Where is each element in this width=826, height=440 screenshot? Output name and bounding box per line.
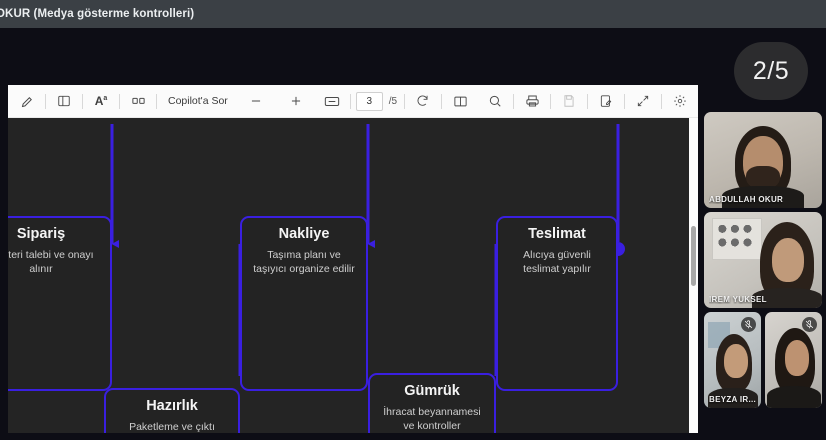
flow-node-description: Müşteri talebi ve onayı alınır bbox=[8, 248, 94, 276]
page-counter-label: 2/5 bbox=[752, 56, 790, 85]
flow-node-description: Alıcıya güvenli teslimat yapılır bbox=[523, 248, 591, 276]
rotate-icon[interactable] bbox=[410, 89, 436, 113]
flow-node-description: Taşıma planı ve taşıyıcı organize edilir bbox=[253, 248, 355, 276]
read-aloud-letter: A bbox=[94, 94, 104, 108]
save-icon bbox=[556, 89, 582, 113]
read-aloud-sup: a bbox=[103, 94, 108, 102]
flow-node-siparis[interactable]: Sipariş Müşteri talebi ve onayı alınır bbox=[8, 216, 112, 391]
pdf-page-canvas: Sipariş Müşteri talebi ve onayı alınır H… bbox=[8, 118, 689, 433]
mic-muted-icon bbox=[802, 317, 817, 332]
participant-name: IREM YUKSEL bbox=[709, 295, 767, 304]
toolbar-divider bbox=[119, 93, 120, 109]
flow-node-title: Nakliye bbox=[278, 226, 330, 242]
zoom-out-icon[interactable] bbox=[243, 89, 269, 113]
participant-tile[interactable] bbox=[765, 312, 822, 408]
zoom-in-icon[interactable] bbox=[283, 89, 309, 113]
meeting-topbar: OKUR (Medya gösterme kontrolleri) bbox=[0, 0, 826, 28]
flow-node-teslimat[interactable]: Teslimat Alıcıya güvenli teslimat yapılı… bbox=[496, 216, 618, 391]
page-counter-badge: 2/5 bbox=[734, 42, 808, 100]
toolbar-divider bbox=[550, 93, 552, 109]
search-icon[interactable] bbox=[482, 89, 508, 113]
mic-muted-icon bbox=[741, 317, 756, 332]
pdf-scrollbar[interactable] bbox=[689, 118, 698, 433]
sidebar-panel-icon[interactable] bbox=[51, 89, 77, 113]
flow-node-nakliye[interactable]: Nakliye Taşıma planı ve taşıyıcı organiz… bbox=[240, 216, 368, 391]
highlighter-icon[interactable] bbox=[14, 89, 40, 113]
print-icon[interactable] bbox=[519, 89, 545, 113]
page-number-input[interactable]: 3 bbox=[355, 91, 383, 111]
pdf-viewport[interactable]: Sipariş Müşteri talebi ve onayı alınır H… bbox=[8, 118, 698, 433]
flow-node-title: Teslimat bbox=[528, 226, 586, 242]
participant-tile[interactable]: BEYZA IR... bbox=[704, 312, 761, 408]
page-total-label: /5 bbox=[388, 95, 398, 107]
toolbar-divider bbox=[441, 93, 443, 109]
participant-video bbox=[704, 112, 822, 208]
toolbar-divider bbox=[156, 93, 157, 109]
toolbar-divider bbox=[587, 93, 589, 109]
fit-page-icon[interactable] bbox=[319, 89, 345, 113]
flow-node-gumruk[interactable]: Gümrük İhracat beyannamesi ve kontroller… bbox=[368, 373, 496, 433]
toolbar-divider bbox=[404, 93, 406, 109]
process-flow-diagram: Sipariş Müşteri talebi ve onayı alınır H… bbox=[8, 118, 689, 433]
toolbar-divider bbox=[624, 93, 626, 109]
participant-filmstrip: ABDULLAH OKUR IREM YUKSEL bbox=[704, 112, 826, 408]
toolbar-divider bbox=[513, 93, 515, 109]
draw-icon[interactable] bbox=[593, 89, 619, 113]
toolbar-divider bbox=[82, 93, 83, 109]
participant-tile[interactable]: ABDULLAH OKUR bbox=[704, 112, 822, 208]
fullscreen-icon[interactable] bbox=[630, 89, 656, 113]
flow-node-description: Paketleme ve çıktı belgeleri hazırlanır bbox=[129, 420, 215, 433]
meeting-topbar-label: OKUR (Medya gösterme kontrolleri) bbox=[0, 8, 195, 20]
copilot-ask-button[interactable]: Copilot'a Sor bbox=[168, 95, 228, 107]
participant-name: ABDULLAH OKUR bbox=[709, 195, 784, 204]
pdf-scrollbar-thumb[interactable] bbox=[691, 226, 696, 286]
settings-gear-icon[interactable] bbox=[667, 89, 693, 113]
flow-node-title: Hazırlık bbox=[146, 398, 198, 414]
flow-node-description: İhracat beyannamesi ve kontroller tamaml… bbox=[383, 405, 481, 433]
flow-node-title: Sipariş bbox=[16, 226, 66, 242]
toolbar-divider bbox=[349, 93, 351, 109]
toolbar-divider bbox=[45, 93, 46, 109]
participant-tile-row: BEYZA IR... bbox=[704, 312, 826, 408]
participant-video bbox=[704, 312, 761, 408]
participant-name: BEYZA IR... bbox=[709, 395, 757, 404]
page-layout-icon[interactable] bbox=[447, 89, 473, 113]
toolbar-divider bbox=[661, 93, 663, 109]
participant-video bbox=[704, 212, 822, 308]
text-highlight-icon[interactable] bbox=[125, 89, 151, 113]
flow-node-hazirlik[interactable]: Hazırlık Paketleme ve çıktı belgeleri ha… bbox=[104, 388, 240, 433]
flow-node-title: Gümrük bbox=[404, 383, 460, 399]
participant-tile[interactable]: IREM YUKSEL bbox=[704, 212, 822, 308]
